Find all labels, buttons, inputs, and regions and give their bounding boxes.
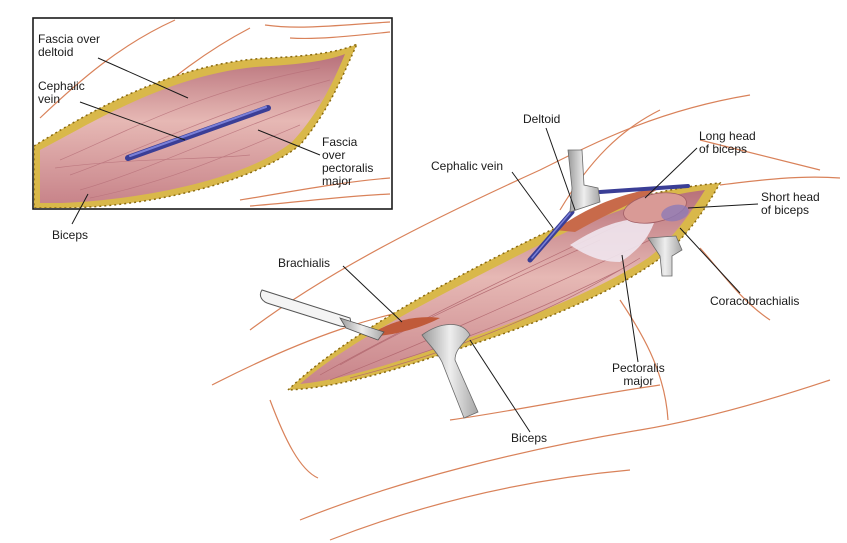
label-deltoid: Deltoid	[523, 112, 561, 126]
brachialis-muscle	[378, 317, 440, 336]
main-leader-lines	[342, 127, 759, 433]
label-brachialis: Brachialis	[278, 256, 331, 270]
cephalic-vein-upper	[598, 184, 690, 194]
label-cephalic-vein: Cephalic vein	[431, 159, 504, 173]
label-biceps: Biceps	[511, 431, 548, 445]
retractor-lower	[421, 324, 479, 419]
tendon-fan	[570, 218, 655, 262]
inset-cephalic-vein	[125, 105, 271, 161]
retractor-right	[647, 235, 683, 277]
inset-muscle	[40, 54, 345, 203]
main-illustration	[211, 94, 841, 541]
label-coracobrachialis: Coracobrachialis	[710, 294, 800, 308]
deltoid-muscle	[555, 188, 660, 232]
label-inset-biceps: Biceps	[52, 228, 89, 242]
inset-leader-lines	[71, 57, 321, 225]
inset-muscle-fibers	[54, 67, 331, 199]
retractor-upper	[567, 149, 601, 213]
coracobrachialis-muscle	[661, 204, 689, 222]
muscle-fibers	[319, 214, 651, 381]
inset-panel	[32, 17, 393, 225]
scalpel	[259, 289, 385, 341]
